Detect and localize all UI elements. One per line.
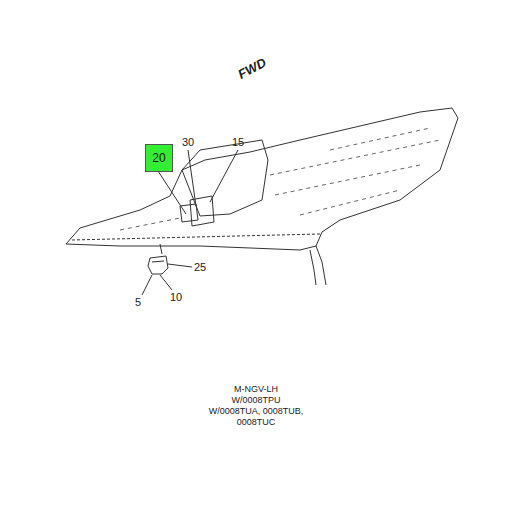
note-line: W/0008TUA, 0008TUB,: [209, 407, 304, 416]
panel-edge: [72, 234, 320, 240]
callout-number: 15: [232, 137, 244, 148]
note-line: 0008TUC: [237, 418, 276, 427]
leader-line: [158, 171, 186, 214]
note-line: W/0008TPU: [231, 396, 280, 405]
panel-texture: [120, 128, 440, 230]
callout-number: 5: [135, 297, 141, 308]
direction-arrow-label: FWD: [236, 56, 268, 81]
leader-line: [168, 264, 192, 267]
bracket: [180, 204, 198, 222]
dome-lamp-lens: [152, 261, 164, 262]
callout-number: 20: [152, 151, 165, 165]
leader-line: [188, 150, 196, 206]
rear-pillar: [316, 246, 326, 285]
callout-number: 10: [170, 292, 182, 303]
dome-lamp: [148, 256, 168, 274]
leader-line: [210, 150, 238, 202]
rear-pillar-inner: [310, 250, 316, 285]
callout-number: 30: [182, 137, 194, 148]
leader-line: [160, 275, 172, 290]
highlighted-callout-box: 20: [145, 144, 173, 172]
note-line: M-NGV-LH: [234, 385, 278, 394]
callout-number: 25: [194, 262, 206, 273]
leader-line: [142, 275, 152, 295]
lamp-stem: [160, 244, 162, 254]
panel-outline: [66, 108, 458, 250]
